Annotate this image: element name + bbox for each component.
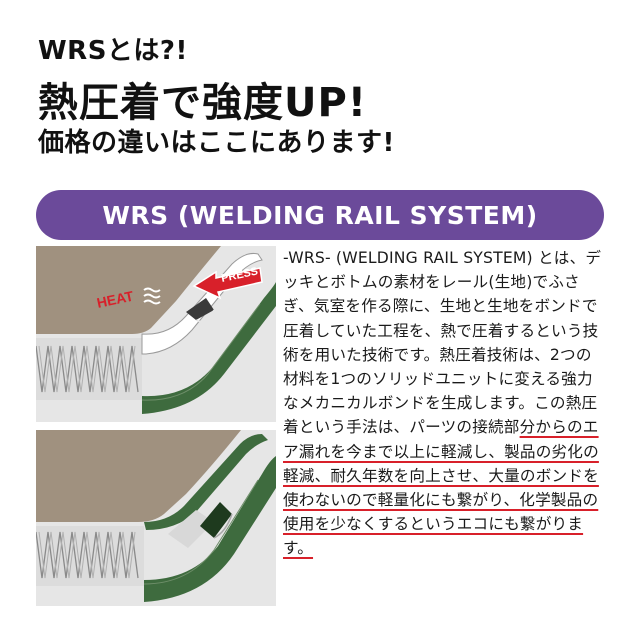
bonded-rail-illustration (36, 430, 276, 606)
description-intro: -WRS- (WELDING RAIL SYSTEM) とは、デッキとボトムの素… (283, 249, 602, 437)
wrs-banner: WRS (WELDING RAIL SYSTEM) (36, 190, 604, 240)
headline-what-is-wrs: WRSとは?! (38, 36, 188, 66)
headline-strength-up: 熱圧着で強度UP! (38, 80, 368, 126)
press-arrow-icon (192, 267, 263, 300)
heat-label: HEAT (95, 287, 135, 310)
headline-price-difference: 価格の違いはここにあります! (38, 128, 395, 158)
description-highlight: 分からのエア漏れを今まで以上に軽減し、製品の劣化の軽減、耐久年数を向上させ、大量… (283, 418, 599, 558)
wrs-description: -WRS- (WELDING RAIL SYSTEM) とは、デッキとボトムの素… (283, 246, 605, 561)
heat-press-illustration: HEAT PRESS (36, 246, 276, 422)
banner-title: WRS (WELDING RAIL SYSTEM) (102, 200, 538, 230)
